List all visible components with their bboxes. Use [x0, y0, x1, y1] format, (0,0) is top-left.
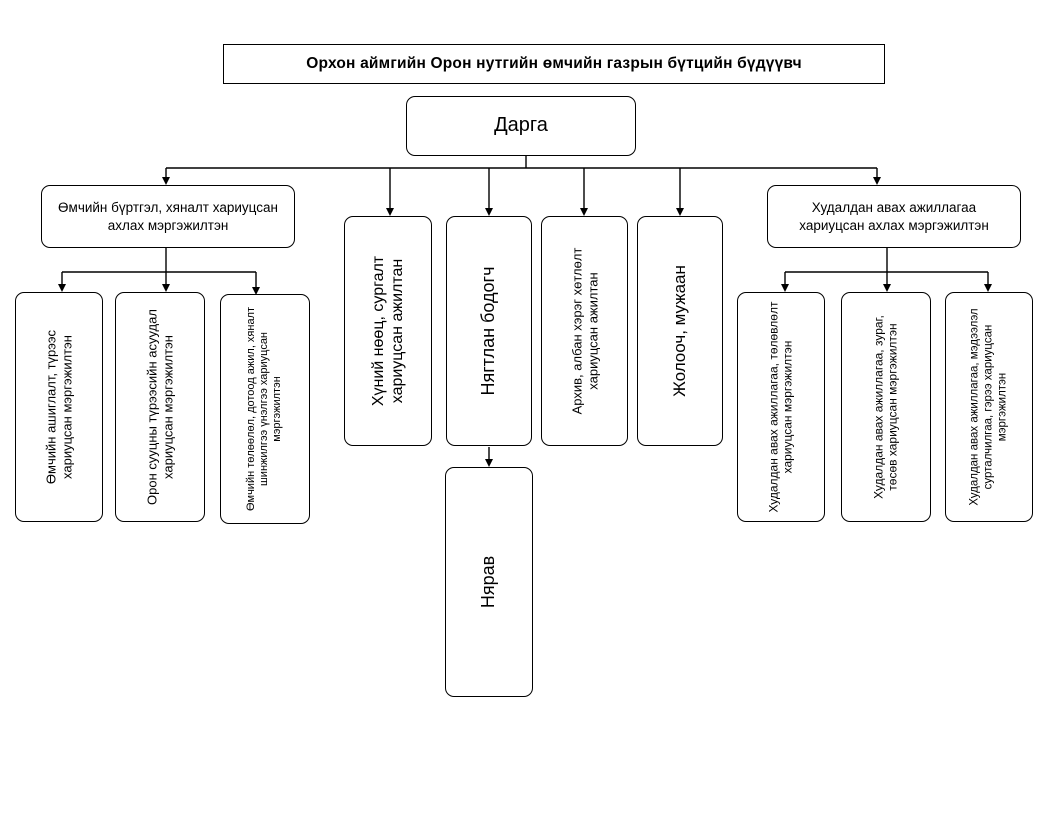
chart-title: Орхон аймгийн Орон нутгийн өмчийн газрын… — [223, 44, 885, 84]
left-lead-box: Өмчийн бүртгэл, хяналт хариуцсан ахлах м… — [41, 185, 295, 248]
right-staff-label-1: Худалдан авах ажиллагаа, төлөвлөлт хариу… — [766, 301, 795, 513]
left-staff-box-2: Орон сууцны түрээсийн асуудал хариуцсан … — [115, 292, 205, 522]
right-staff-label-2: Худалдан авах ажиллагаа, зураг, төсөв ха… — [871, 315, 900, 499]
left-staff-label-2: Орон сууцны түрээсийн асуудал хариуцсан … — [144, 309, 175, 505]
right-lead-label: Худалдан авах ажиллагаа хариуцсан ахлах … — [799, 200, 989, 233]
archive-box: Архив, албан хэрэг хөтлөлт хариуцсан ажи… — [541, 216, 628, 446]
accountant-label: Нягтлан бодогч — [478, 266, 499, 396]
archive-label: Архив, албан хэрэг хөтлөлт хариуцсан ажи… — [568, 247, 600, 415]
left-staff-box-3: Өмчийн төлөөлөл, дотоод ажил, хяналт шин… — [220, 294, 310, 524]
hr-label: Хүний нөөц, сургалт хариуцсан ажилтан — [369, 255, 406, 407]
storekeeper-label: Нярав — [478, 555, 499, 609]
left-staff-label-1: Өмчийн ашиглалт, түрээс хариуцсан мэргэж… — [43, 329, 74, 485]
storekeeper-box: Нярав — [445, 467, 533, 697]
driver-label: Жолооч, мужаан — [669, 265, 689, 397]
left-staff-label-3: Өмчийн төлөөлөл, дотоод ажил, хяналт шин… — [245, 306, 284, 512]
right-lead-box: Худалдан авах ажиллагаа хариуцсан ахлах … — [767, 185, 1021, 248]
left-lead-label: Өмчийн бүртгэл, хяналт хариуцсан ахлах м… — [58, 200, 278, 233]
right-staff-label-3: Худалдан авах ажиллагаа, мэдээлэл суртал… — [968, 308, 1008, 506]
right-staff-box-1: Худалдан авах ажиллагаа, төлөвлөлт хариу… — [737, 292, 825, 522]
right-staff-box-2: Худалдан авах ажиллагаа, зураг, төсөв ха… — [841, 292, 931, 522]
accountant-box: Нягтлан бодогч — [446, 216, 532, 446]
driver-box: Жолооч, мужаан — [637, 216, 723, 446]
head-box: Дарга — [406, 96, 636, 156]
right-staff-box-3: Худалдан авах ажиллагаа, мэдээлэл суртал… — [945, 292, 1033, 522]
head-label: Дарга — [494, 114, 548, 137]
hr-box: Хүний нөөц, сургалт хариуцсан ажилтан — [344, 216, 432, 446]
left-staff-box-1: Өмчийн ашиглалт, түрээс хариуцсан мэргэж… — [15, 292, 103, 522]
